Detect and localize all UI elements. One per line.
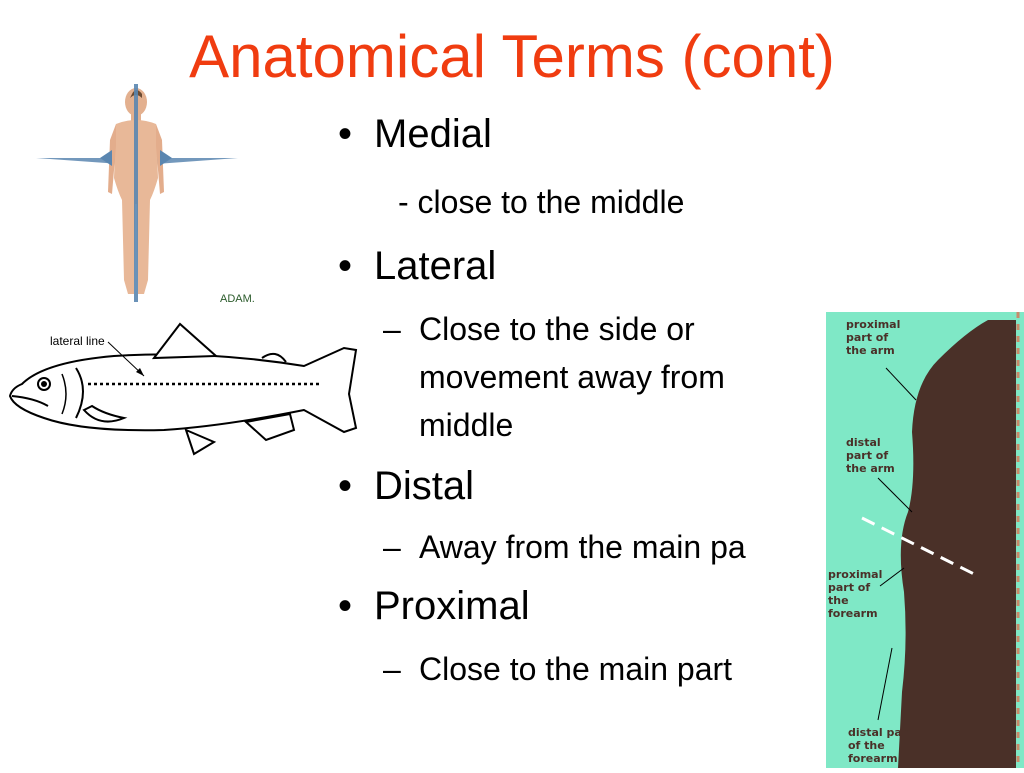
arm-label-proximal-forearm-2: part of [828, 581, 870, 594]
arm-label-proximal-forearm-1: proximal [828, 568, 882, 581]
dash-mark: – [383, 311, 401, 347]
arm-label-distal-arm-2: part of [846, 449, 888, 462]
arm-label-distal-arm-1: distal [846, 436, 881, 449]
bullet-mark: • [338, 112, 353, 156]
arm-label-proximal-arm-3: the arm [846, 344, 895, 357]
arm-label-distal-arm-3: the arm [846, 462, 895, 475]
term-label: Lateral [374, 244, 497, 288]
arm-label-distal-forearm-3: forearm [848, 752, 898, 765]
term-lateral: • Lateral [338, 244, 496, 289]
arm-illustration: proximal part of the arm distal part of … [826, 312, 1024, 768]
arm-label-proximal-arm-2: part of [846, 331, 888, 344]
arm-label-distal-forearm-1: distal part [848, 726, 912, 739]
bullet-mark: • [338, 464, 353, 508]
definition-text: Away from the main pa [419, 529, 746, 565]
slide-title: Anatomical Terms (cont) [189, 23, 835, 90]
bullet-mark: • [338, 244, 353, 288]
bullet-mark: • [338, 584, 353, 628]
arm-label-proximal-arm-1: proximal [846, 318, 900, 331]
human-figure-illustration: ADAM. [30, 80, 280, 310]
definition-medial: - close to the middle [398, 184, 685, 220]
term-medial: • Medial [338, 112, 492, 157]
term-distal: • Distal [338, 464, 474, 509]
fish-illustration: lateral line [4, 318, 360, 468]
definition-proximal: – Close to the main part [383, 645, 819, 693]
adam-credit-text: ADAM. [220, 293, 255, 305]
lateral-line-label: lateral line [50, 334, 105, 348]
definition-text: Close to the side or movement away from … [419, 311, 725, 443]
arm-label-distal-forearm-2: of the [848, 739, 885, 752]
definition-lateral: – Close to the side or movement away fro… [383, 305, 819, 449]
term-proximal: • Proximal [338, 584, 530, 629]
dash-mark: – [383, 651, 401, 687]
term-label: Proximal [374, 584, 530, 628]
definition-distal: – Away from the main pa [383, 523, 819, 571]
definition-text: Close to the main part [419, 651, 733, 687]
term-label: Distal [374, 464, 475, 508]
term-label: Medial [374, 112, 492, 156]
arm-label-proximal-forearm-3: the [828, 594, 849, 607]
arm-label-proximal-forearm-4: forearm [828, 607, 878, 620]
dash-mark: – [383, 529, 401, 565]
